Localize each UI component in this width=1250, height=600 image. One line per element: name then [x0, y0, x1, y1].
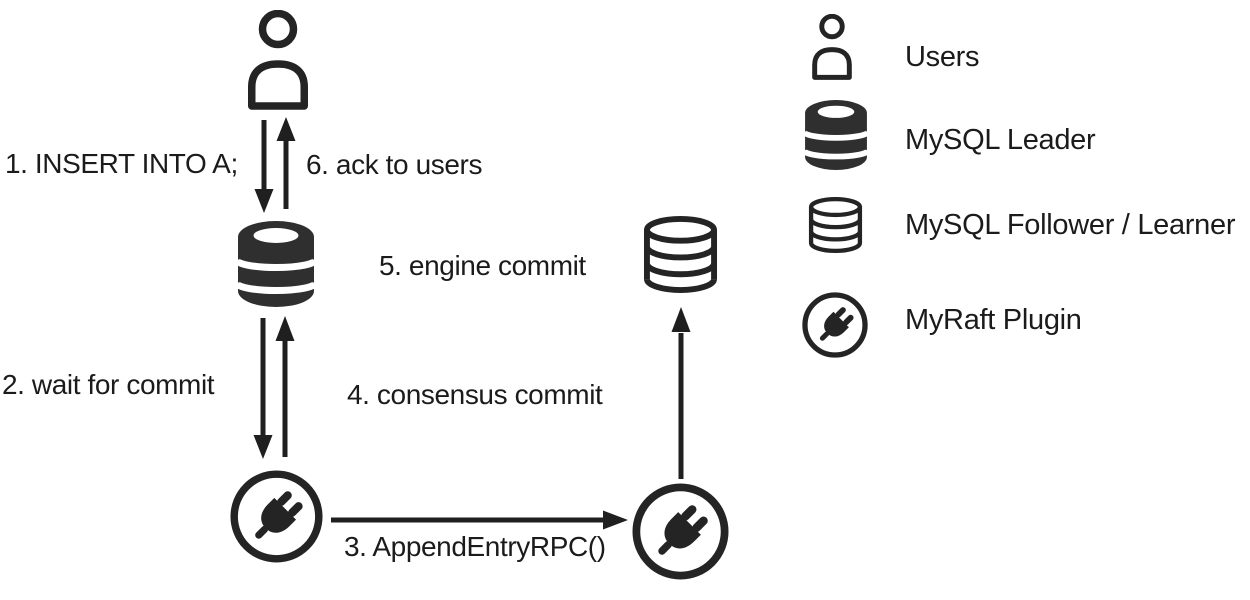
plug-icon — [230, 470, 323, 563]
user-icon — [248, 10, 308, 110]
arrow-plugin-to-leader — [275, 316, 295, 457]
arrow-appendentry-rpc — [331, 510, 628, 530]
legend-label-mysql-leader: MySQL Leader — [905, 124, 1096, 156]
plug-icon — [802, 292, 868, 358]
flow-step-1-label: 1. INSERT INTO A; — [5, 148, 238, 179]
flow-step-3-label: 3. AppendEntryRPC() — [344, 531, 606, 562]
arrow-user-to-leader — [254, 120, 274, 213]
arrow-plugin-to-follower — [671, 307, 691, 479]
database-outline-icon — [808, 197, 863, 253]
arrow-leader-to-plugin — [253, 318, 273, 459]
flow-step-4-label: 4. consensus commit — [347, 379, 603, 410]
flow-step-5-label: 5. engine commit — [379, 250, 586, 281]
plug-icon — [632, 483, 729, 580]
legend-label-mysql-follower-learner: MySQL Follower / Learner — [905, 209, 1236, 241]
legend-label-users: Users — [905, 41, 980, 73]
flow-step-6-label: 6. ack to users — [306, 149, 483, 180]
user-icon — [812, 14, 852, 80]
legend-label-myraft-plugin: MyRaft Plugin — [905, 304, 1082, 336]
database-outline-icon — [643, 216, 718, 293]
database-filled-icon — [238, 221, 314, 307]
arrow-leader-to-user — [276, 117, 296, 209]
database-filled-icon — [805, 100, 867, 170]
flow-step-2-label: 2. wait for commit — [2, 369, 215, 400]
